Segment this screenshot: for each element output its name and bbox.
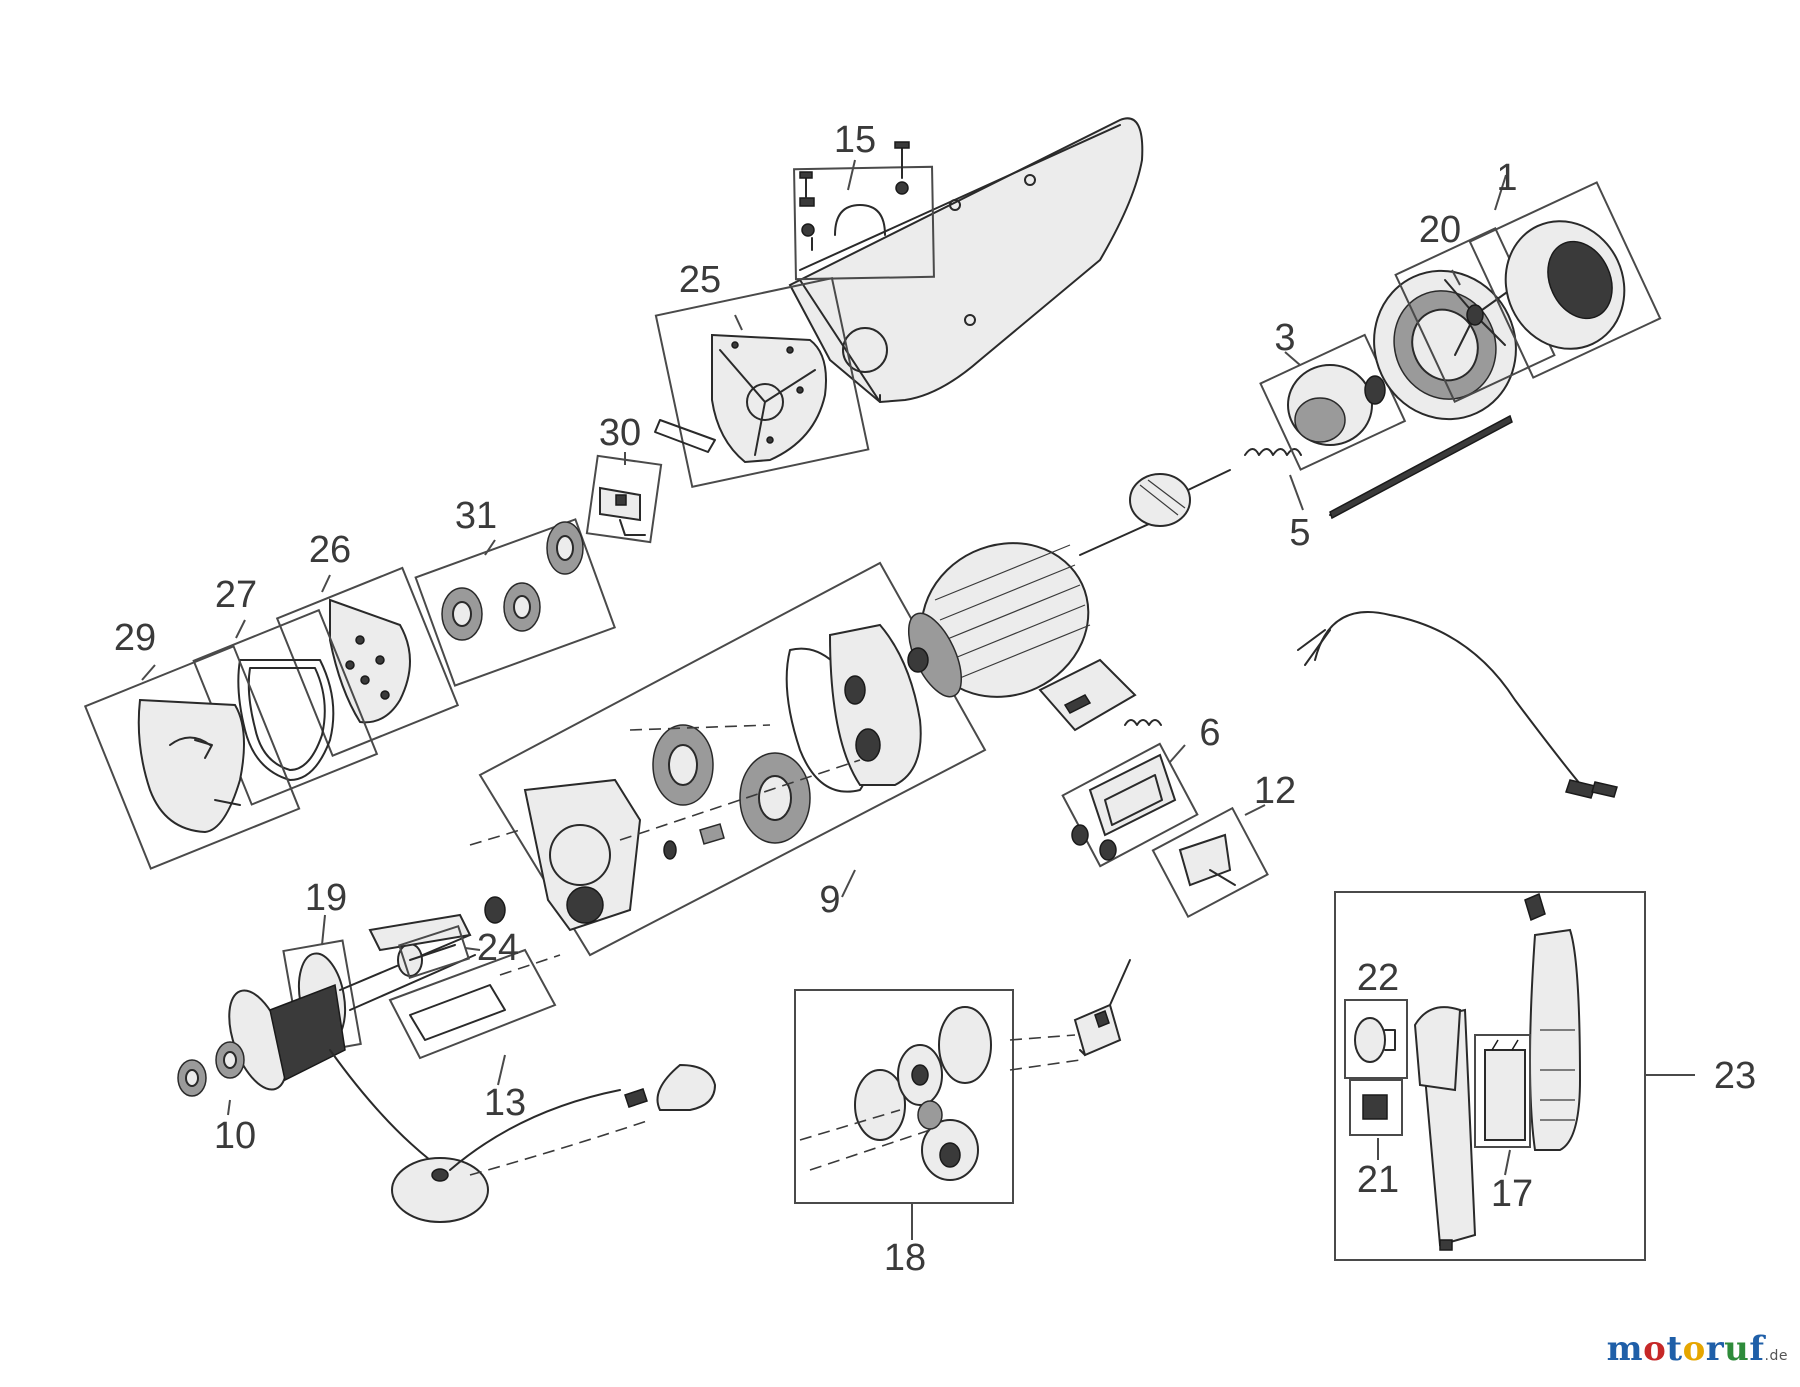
part-25-side-plate	[654, 277, 870, 488]
part-20-fan	[1373, 226, 1556, 421]
watermark-letter: u	[1724, 1329, 1750, 1369]
part-21-switch	[1349, 1079, 1403, 1136]
part-22-button	[1344, 999, 1408, 1079]
motor-armature	[907, 469, 1231, 698]
part-5-spring	[1244, 414, 1513, 520]
part-15-mounting-bracket	[788, 117, 1144, 404]
callout-31: 31	[455, 495, 497, 537]
watermark-suffix: .de	[1764, 1348, 1788, 1364]
watermark-letter: t	[1666, 1329, 1683, 1369]
plug-connector	[1073, 959, 1131, 1057]
watermark-letter: o	[1682, 1329, 1706, 1369]
callout-26: 26	[309, 529, 351, 571]
part-13-bracket	[388, 948, 561, 1060]
callout-21: 21	[1357, 1159, 1399, 1201]
watermark-letter: r	[1705, 1329, 1725, 1369]
callout-10: 10	[214, 1115, 256, 1157]
part-17-capacitor	[1474, 1034, 1531, 1148]
part-1-end-cap	[1468, 181, 1662, 379]
callout-13: 13	[484, 1082, 526, 1124]
part-3-coupling	[1259, 333, 1407, 471]
callout-5: 5	[1289, 512, 1310, 554]
callout-15: 15	[834, 119, 876, 161]
power-cable	[1297, 611, 1618, 799]
part-10-nuts	[177, 1041, 245, 1097]
callout-22: 22	[1357, 957, 1399, 999]
callout-19: 19	[305, 877, 347, 919]
part-9-gearbox-assembly	[469, 561, 987, 957]
watermark-letter: f	[1749, 1329, 1765, 1369]
terminal-box	[1038, 658, 1162, 732]
part-31-gear-set	[414, 518, 616, 687]
callout-23: 23	[1714, 1055, 1756, 1097]
part-29-cover	[83, 645, 301, 870]
callout-6: 6	[1199, 712, 1220, 754]
callout-30: 30	[599, 412, 641, 454]
leader-lines	[141, 159, 1695, 1240]
callout-1: 1	[1496, 157, 1517, 199]
callout-12: 12	[1254, 770, 1296, 812]
part-26-plate	[275, 566, 460, 758]
watermark-letter: o	[1643, 1329, 1667, 1369]
callout-20: 20	[1419, 209, 1461, 251]
watermark-letter: m	[1606, 1329, 1644, 1369]
callout-27: 27	[215, 574, 257, 616]
part-12-clip	[1151, 806, 1269, 919]
callout-24: 24	[477, 927, 519, 969]
callout-25: 25	[679, 259, 721, 301]
callout-3: 3	[1274, 317, 1295, 359]
callout-9: 9	[819, 879, 840, 921]
callout-29: 29	[114, 617, 156, 659]
callout-labels: 1 3 5 6 9 10 12 13 15 17 18 19 20 21 22 …	[114, 119, 1756, 1279]
part-18-remote-assembly	[794, 989, 1081, 1204]
callout-17: 17	[1491, 1173, 1533, 1215]
part-30-pin	[585, 419, 716, 544]
part-24-shaft	[398, 924, 470, 980]
callout-18: 18	[884, 1237, 926, 1279]
motoruf-watermark: motoruf.de	[1607, 1329, 1788, 1369]
part-23-control-unit	[1334, 891, 1646, 1261]
hook-and-cable	[329, 1049, 717, 1223]
part-6-terminal-cover	[1061, 742, 1199, 868]
